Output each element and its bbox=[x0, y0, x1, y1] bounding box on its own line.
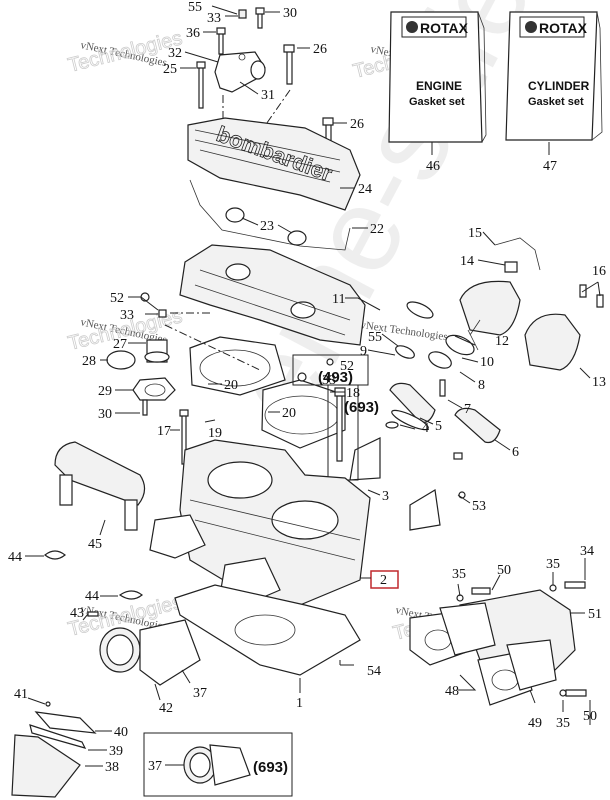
callout-22: 22 bbox=[370, 222, 384, 237]
highlight-part-2[interactable] bbox=[370, 570, 399, 589]
callout-47: 47 bbox=[543, 159, 557, 174]
exhaust-manifold bbox=[409, 581, 587, 706]
cylinder-head bbox=[179, 244, 366, 346]
callout-10: 10 bbox=[480, 355, 494, 370]
callout-45: 45 bbox=[88, 537, 102, 552]
callout-52: 52 bbox=[340, 359, 354, 374]
callout-30: 30 bbox=[283, 6, 297, 21]
callout-17: 17 bbox=[157, 424, 171, 439]
callout-29: 29 bbox=[98, 384, 112, 399]
base-gasket bbox=[174, 584, 361, 676]
callout-50: 50 bbox=[497, 563, 511, 578]
callout-13: 13 bbox=[592, 375, 606, 390]
air-silencer-tube bbox=[44, 441, 146, 560]
svg-text:CYLINDER: CYLINDER bbox=[528, 79, 590, 93]
callout-30: 30 bbox=[98, 407, 112, 422]
callout-44: 44 bbox=[85, 589, 99, 604]
thermostat-parts bbox=[106, 292, 261, 465]
callout-52: 52 bbox=[110, 291, 124, 306]
engine-gasket-kit[interactable]: ROTAX ENGINE Gasket set 46 bbox=[388, 11, 487, 174]
callout-12: 12 bbox=[495, 334, 509, 349]
callout-2: 2 bbox=[380, 573, 387, 588]
callout-46: 46 bbox=[426, 159, 440, 174]
callout-33: 33 bbox=[207, 11, 221, 26]
callout-50: 50 bbox=[583, 709, 597, 724]
callout-41: 41 bbox=[14, 687, 28, 702]
callout-7: 7 bbox=[464, 402, 471, 417]
callout-15: 15 bbox=[468, 226, 482, 241]
intake-manifold bbox=[87, 590, 201, 686]
svg-text:ENGINE: ENGINE bbox=[416, 79, 462, 93]
callout-6: 6 bbox=[512, 445, 519, 460]
callout-23: 23 bbox=[260, 219, 274, 234]
inset-693-box: (693) bbox=[143, 732, 293, 797]
callout-25: 25 bbox=[163, 62, 177, 77]
callout-37: 37 bbox=[148, 759, 162, 774]
callout-33: 33 bbox=[322, 373, 336, 388]
cylinder-block bbox=[149, 439, 371, 606]
callout-33: 33 bbox=[120, 308, 134, 323]
callout-9: 9 bbox=[360, 344, 367, 359]
callout-36: 36 bbox=[186, 26, 200, 41]
callout-43: 43 bbox=[70, 606, 84, 621]
callout-24: 24 bbox=[358, 182, 372, 197]
callout-8: 8 bbox=[478, 378, 485, 393]
callout-26: 26 bbox=[313, 42, 327, 57]
callout-18: 18 bbox=[346, 386, 360, 401]
reed-valve-stack bbox=[11, 701, 97, 798]
callout-39: 39 bbox=[109, 744, 123, 759]
callout-11: 11 bbox=[332, 292, 345, 307]
variant-label-693: (693) bbox=[344, 399, 379, 416]
callout-4: 4 bbox=[422, 421, 429, 436]
callout-55: 55 bbox=[368, 330, 382, 345]
svg-text:ROTAX: ROTAX bbox=[539, 20, 588, 36]
callout-35: 35 bbox=[556, 716, 570, 731]
callout-35: 35 bbox=[452, 567, 466, 582]
callout-1: 1 bbox=[296, 696, 303, 711]
callout-26: 26 bbox=[350, 117, 364, 132]
svg-text:ROTAX: ROTAX bbox=[420, 20, 469, 36]
callout-48: 48 bbox=[445, 684, 459, 699]
callout-51: 51 bbox=[588, 607, 602, 622]
leader-lines bbox=[25, 5, 601, 767]
callout-32: 32 bbox=[168, 46, 182, 61]
variant-label-693-inset: (693) bbox=[253, 759, 288, 776]
callout-20: 20 bbox=[282, 406, 296, 421]
callout-49: 49 bbox=[528, 716, 542, 731]
callout-31: 31 bbox=[261, 88, 275, 103]
cylinder-gasket-kit[interactable]: ROTAX CYLINDER Gasket set 47 bbox=[505, 11, 603, 174]
svg-text:Gasket set: Gasket set bbox=[528, 96, 584, 108]
callout-5: 5 bbox=[435, 419, 442, 434]
callout-55: 55 bbox=[188, 0, 202, 15]
callout-40: 40 bbox=[114, 725, 128, 740]
callout-19: 19 bbox=[208, 426, 222, 441]
callout-16: 16 bbox=[592, 264, 606, 279]
callout-34: 34 bbox=[580, 544, 594, 559]
callout-14: 14 bbox=[460, 254, 474, 269]
svg-text:Gasket set: Gasket set bbox=[409, 96, 465, 108]
callout-37: 37 bbox=[193, 686, 207, 701]
callout-53: 53 bbox=[472, 499, 486, 514]
callout-27: 27 bbox=[113, 337, 127, 352]
variant-label-493: (493) bbox=[318, 369, 353, 386]
callout-44: 44 bbox=[8, 550, 22, 565]
callout-28: 28 bbox=[82, 354, 96, 369]
callout-35: 35 bbox=[546, 557, 560, 572]
callout-3: 3 bbox=[382, 489, 389, 504]
callouts: 55 33 30 36 32 26 25 31 26 24 23 22 15 1… bbox=[8, 0, 606, 775]
callout-20: 20 bbox=[224, 378, 238, 393]
head-gaskets bbox=[189, 336, 346, 449]
callout-42: 42 bbox=[159, 701, 173, 716]
callout-54: 54 bbox=[367, 664, 381, 679]
callout-38: 38 bbox=[105, 760, 119, 775]
